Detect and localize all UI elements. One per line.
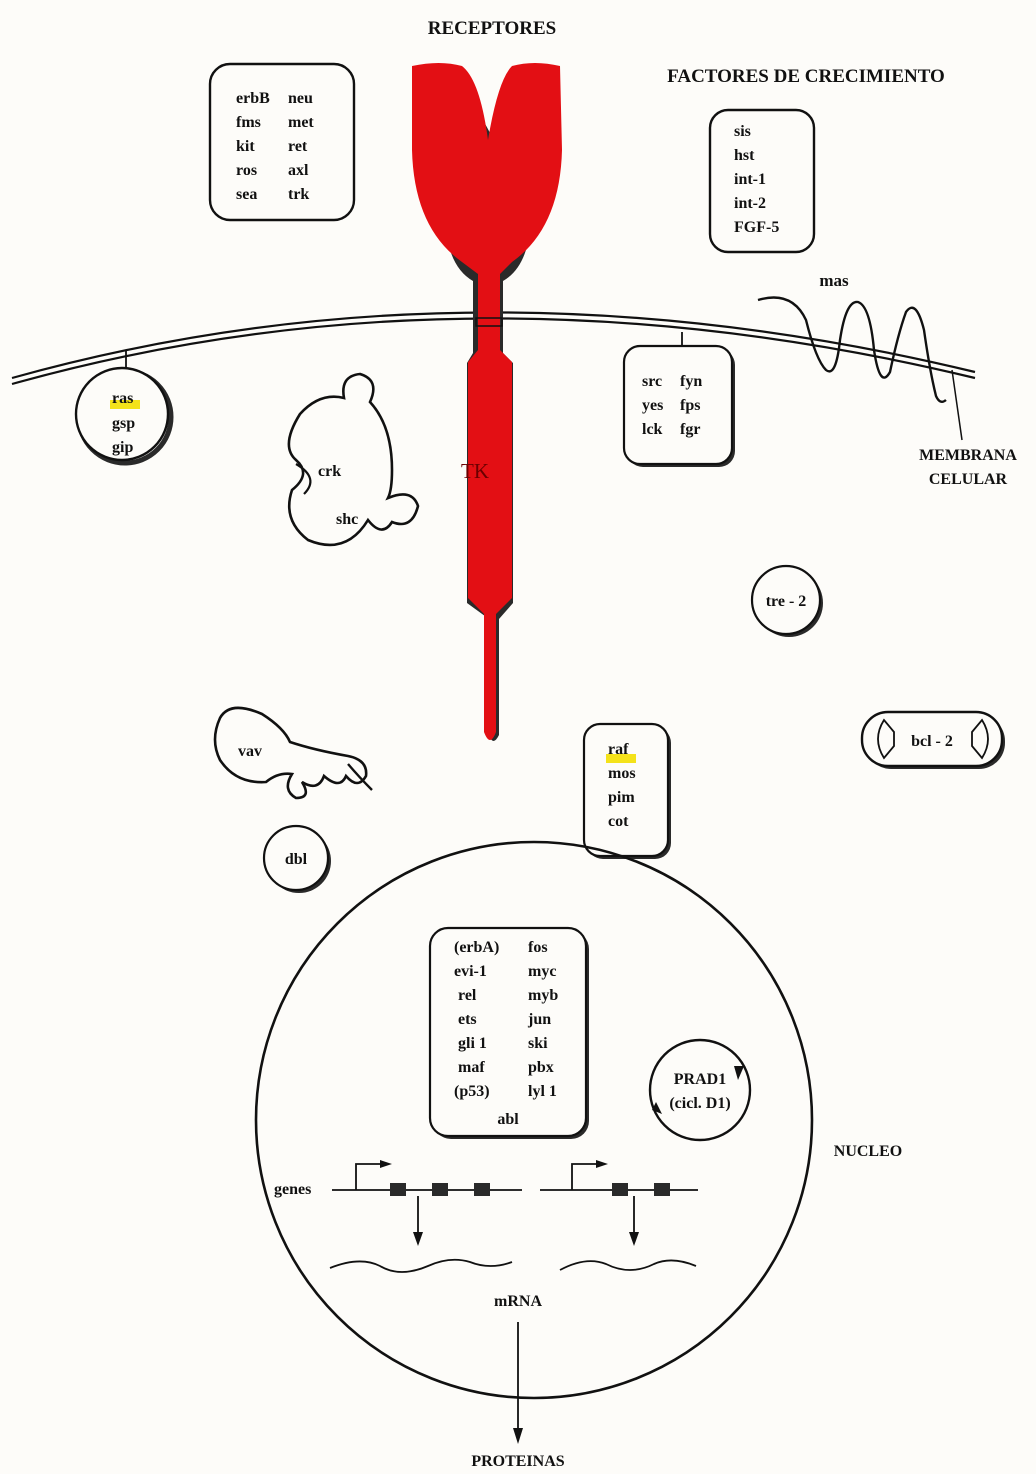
- receptors-box: [210, 64, 354, 220]
- kinase-name: cot: [608, 813, 629, 830]
- nuclear-name: myb: [528, 987, 558, 1004]
- src-name: yes: [642, 397, 663, 414]
- gene-track-right: [540, 1164, 698, 1270]
- kinase-name: pim: [608, 789, 635, 806]
- growth-factor-name: int-1: [734, 171, 766, 188]
- gprotein-name: ras: [112, 390, 133, 407]
- receptor-name: fms: [236, 114, 261, 131]
- nuclear-name: ski: [528, 1035, 548, 1052]
- receptor-name: trk: [288, 186, 309, 203]
- exon-left-1: [390, 1183, 406, 1196]
- transcription-arrow-right: [629, 1232, 639, 1246]
- nuclear-name: ets: [458, 1011, 477, 1028]
- translation-arrow-head: [513, 1428, 523, 1444]
- exon-left-2: [432, 1183, 448, 1196]
- src-name: fps: [680, 397, 700, 414]
- nuclear-name: gli 1: [458, 1035, 487, 1052]
- nuclear-name: (p53): [454, 1083, 490, 1100]
- promoter-arrow-left: [380, 1160, 392, 1168]
- src-name: fgr: [680, 421, 700, 438]
- growth-factor-names: sis hst int-1 int-2 FGF-5: [734, 123, 779, 236]
- vav-label: vav: [238, 743, 262, 760]
- shc-label: shc: [336, 511, 358, 528]
- receptor-name: neu: [288, 90, 313, 107]
- receptor-name: axl: [288, 162, 309, 179]
- tk-label: TK: [461, 459, 489, 483]
- src-name: lck: [642, 421, 663, 438]
- nuclear-name: fos: [528, 939, 548, 956]
- celular-label: CELULAR: [929, 471, 1008, 488]
- nuclear-name: abl: [497, 1111, 519, 1128]
- growth-factor-name: int-2: [734, 195, 766, 212]
- membrana-label: MEMBRANA: [919, 447, 1017, 464]
- cyclin-d1-label: (cicl. D1): [669, 1095, 730, 1112]
- nuclear-name: rel: [458, 987, 477, 1004]
- proteinas-label: PROTEINAS: [471, 1453, 564, 1470]
- receptor-name: kit: [236, 138, 255, 155]
- src-family-box: [624, 346, 732, 464]
- mas-label: mas: [819, 271, 849, 290]
- gprotein-names: ras gsp gip: [112, 390, 135, 456]
- nucleo-label: NUCLEO: [834, 1143, 902, 1160]
- nuclear-name: lyl 1: [528, 1083, 557, 1100]
- gene-track-left: [330, 1164, 522, 1272]
- receptor-name: sea: [236, 186, 257, 203]
- mrna-label: mRNA: [494, 1293, 542, 1310]
- nuclear-name: jun: [527, 1011, 551, 1028]
- receptor-name: met: [288, 114, 314, 131]
- bcl2-label: bcl - 2: [911, 733, 953, 750]
- exon-right-2: [654, 1183, 670, 1196]
- crk-label: crk: [318, 463, 341, 480]
- receptor-tk-shape: [412, 63, 562, 741]
- prad1-label: PRAD1: [674, 1071, 726, 1088]
- genes-label: genes: [274, 1181, 311, 1198]
- prad1-arrow-top: [734, 1066, 744, 1080]
- nuclear-name: (erbA): [454, 939, 499, 956]
- receptores-label: RECEPTORES: [428, 18, 556, 39]
- transcription-arrow-left: [413, 1232, 423, 1246]
- gprotein-name: gsp: [112, 415, 135, 432]
- prad1-circle: [650, 1040, 750, 1140]
- growth-factor-name: FGF-5: [734, 219, 779, 236]
- promoter-arrow-right: [596, 1160, 608, 1168]
- growth-factor-name: hst: [734, 147, 755, 164]
- nuclear-name: evi-1: [454, 963, 487, 980]
- tre2-label: tre - 2: [766, 593, 807, 610]
- nuclear-oncogene-box: [430, 928, 586, 1136]
- gprotein-name: gip: [112, 439, 133, 456]
- growth-factor-name: sis: [734, 123, 751, 140]
- factores-label: FACTORES DE CRECIMIENTO: [667, 66, 945, 87]
- nuclear-name: myc: [528, 963, 556, 980]
- exon-left-3: [474, 1183, 490, 1196]
- kinase-name: mos: [608, 765, 636, 782]
- receptor-name: ros: [236, 162, 257, 179]
- exon-right-1: [612, 1183, 628, 1196]
- receptor-name: ret: [288, 138, 308, 155]
- receptor-name: erbB: [236, 90, 270, 107]
- src-name: src: [642, 373, 662, 390]
- prad1-arrow-bottom: [652, 1102, 662, 1114]
- membrane-pointer-line: [952, 370, 962, 440]
- nuclear-name: pbx: [528, 1059, 554, 1076]
- receptor-names: erbB fms kit ros sea neu met ret axl trk: [236, 90, 314, 203]
- kinase-name: raf: [608, 741, 629, 758]
- dbl-label: dbl: [285, 851, 308, 868]
- src-name: fyn: [680, 373, 702, 390]
- mas-receptor: [758, 298, 946, 402]
- nuclear-name: maf: [458, 1059, 485, 1076]
